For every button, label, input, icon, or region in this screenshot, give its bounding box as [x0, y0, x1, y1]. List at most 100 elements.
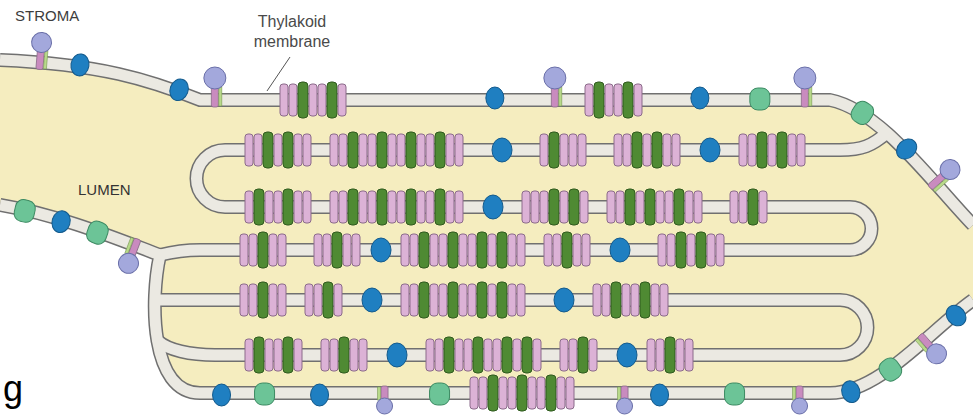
photosystem-ii — [614, 84, 622, 116]
photosystem-ii — [560, 339, 568, 371]
photosystem-ii — [647, 339, 655, 371]
photosystem-ii — [643, 134, 651, 166]
light-harvesting-complex — [696, 232, 706, 268]
atp-synthase-arm — [915, 338, 928, 352]
photosystem-ii — [468, 284, 476, 316]
photosystem-ii — [557, 377, 565, 409]
photosystem-ii — [553, 234, 561, 266]
photosystem-ii — [430, 284, 438, 316]
photosystem-i — [430, 383, 450, 405]
photosystem-ii — [622, 284, 630, 316]
light-harvesting-complex — [757, 132, 767, 168]
photosystem-ii — [614, 134, 622, 166]
photosystem-ii — [797, 134, 805, 166]
light-harvesting-complex — [406, 189, 416, 225]
atp-synthase-head — [617, 398, 633, 414]
light-harvesting-complex — [348, 189, 358, 225]
photosystem-ii — [265, 339, 273, 371]
photosystem-ii — [401, 234, 409, 266]
cytochrome-complex — [554, 288, 574, 312]
cytochrome-body — [892, 135, 920, 163]
photosystem-ii — [660, 284, 668, 316]
photosystem-ii — [278, 284, 286, 316]
photosystem-ii — [508, 377, 516, 409]
photosystem-ii — [484, 339, 492, 371]
light-harvesting-complex — [435, 189, 445, 225]
photosystem-ii — [540, 191, 548, 223]
cytochrome-body — [69, 53, 90, 77]
photosystem-ii — [359, 191, 367, 223]
light-harvesting-complex — [298, 82, 308, 118]
photosystem-ii — [651, 284, 659, 316]
photosystem-ii — [694, 191, 702, 223]
photosystem-ii — [455, 339, 463, 371]
light-harvesting-complex — [263, 132, 273, 168]
photosystem-ii — [578, 134, 586, 166]
photosystem-ii — [368, 191, 376, 223]
photosystem-ii — [631, 284, 639, 316]
atp-synthase — [204, 67, 226, 107]
cytochrome-complex — [371, 238, 391, 262]
light-harvesting-complex — [348, 132, 358, 168]
photosystem-ii — [607, 191, 615, 223]
photosystem-ii — [623, 134, 631, 166]
photosystem-ii — [321, 339, 329, 371]
photosystem-ii — [768, 134, 776, 166]
cytochrome-complex — [387, 343, 407, 367]
photosystem-body — [750, 88, 770, 110]
photosystem-ii — [410, 284, 418, 316]
photosystem-ii — [517, 234, 525, 266]
photosystem-ii — [330, 339, 338, 371]
photosystem-ii — [254, 134, 262, 166]
atp-synthase-arm — [219, 87, 222, 106]
thylakoid-membrane — [0, 60, 973, 225]
light-harvesting-complex — [488, 375, 498, 411]
photosystem-ii — [707, 234, 715, 266]
cytochrome-body — [691, 87, 709, 109]
photosystem-ii — [330, 134, 338, 166]
light-harvesting-complex — [645, 189, 655, 225]
atp-synthase — [377, 386, 393, 414]
photosystem-ii — [430, 234, 438, 266]
photosystem-ii — [294, 134, 302, 166]
light-harvesting-complex — [623, 82, 633, 118]
light-harvesting-complex — [254, 337, 264, 373]
photosystem-ii — [560, 134, 568, 166]
photosystem-ii — [359, 134, 367, 166]
atp-synthase-arm — [378, 387, 381, 400]
photosystem-ii — [580, 191, 588, 223]
part-label: Thylakoid membrane — [237, 12, 347, 52]
photosystem-ii — [274, 339, 282, 371]
atp-synthase — [923, 155, 964, 195]
photosystem-i — [876, 355, 905, 385]
light-harvesting-complex — [674, 189, 684, 225]
atp-synthase-head — [204, 67, 226, 89]
atp-synthase-head — [936, 155, 964, 183]
photosystem-ii — [314, 234, 322, 266]
atp-synthase-arm — [793, 387, 796, 400]
photosystem-ii — [245, 134, 253, 166]
atp-synthase — [792, 386, 808, 414]
granum-proteins — [240, 82, 805, 411]
cytochrome-complex — [311, 384, 329, 406]
cytochrome-complex — [483, 195, 503, 219]
photosystem-ii — [687, 234, 695, 266]
photosystem-ii — [397, 191, 405, 223]
cytochrome-body — [651, 384, 669, 406]
light-harvesting-complex — [332, 232, 342, 268]
photosystem-ii — [499, 377, 507, 409]
region-label: LUMEN — [78, 181, 131, 199]
cytochrome-body — [839, 379, 863, 405]
atp-synthase — [794, 67, 816, 107]
light-harvesting-complex — [522, 337, 532, 373]
photosystem-ii — [573, 234, 581, 266]
cytochrome-body — [49, 209, 73, 235]
photosystem-i — [725, 383, 745, 405]
atp-synthase-arm — [559, 87, 562, 106]
light-harvesting-complex — [578, 337, 588, 373]
membrane-bands — [0, 60, 973, 393]
light-harvesting-complex — [497, 282, 507, 318]
cytochrome-complex — [617, 343, 637, 367]
photosystem-ii — [339, 191, 347, 223]
